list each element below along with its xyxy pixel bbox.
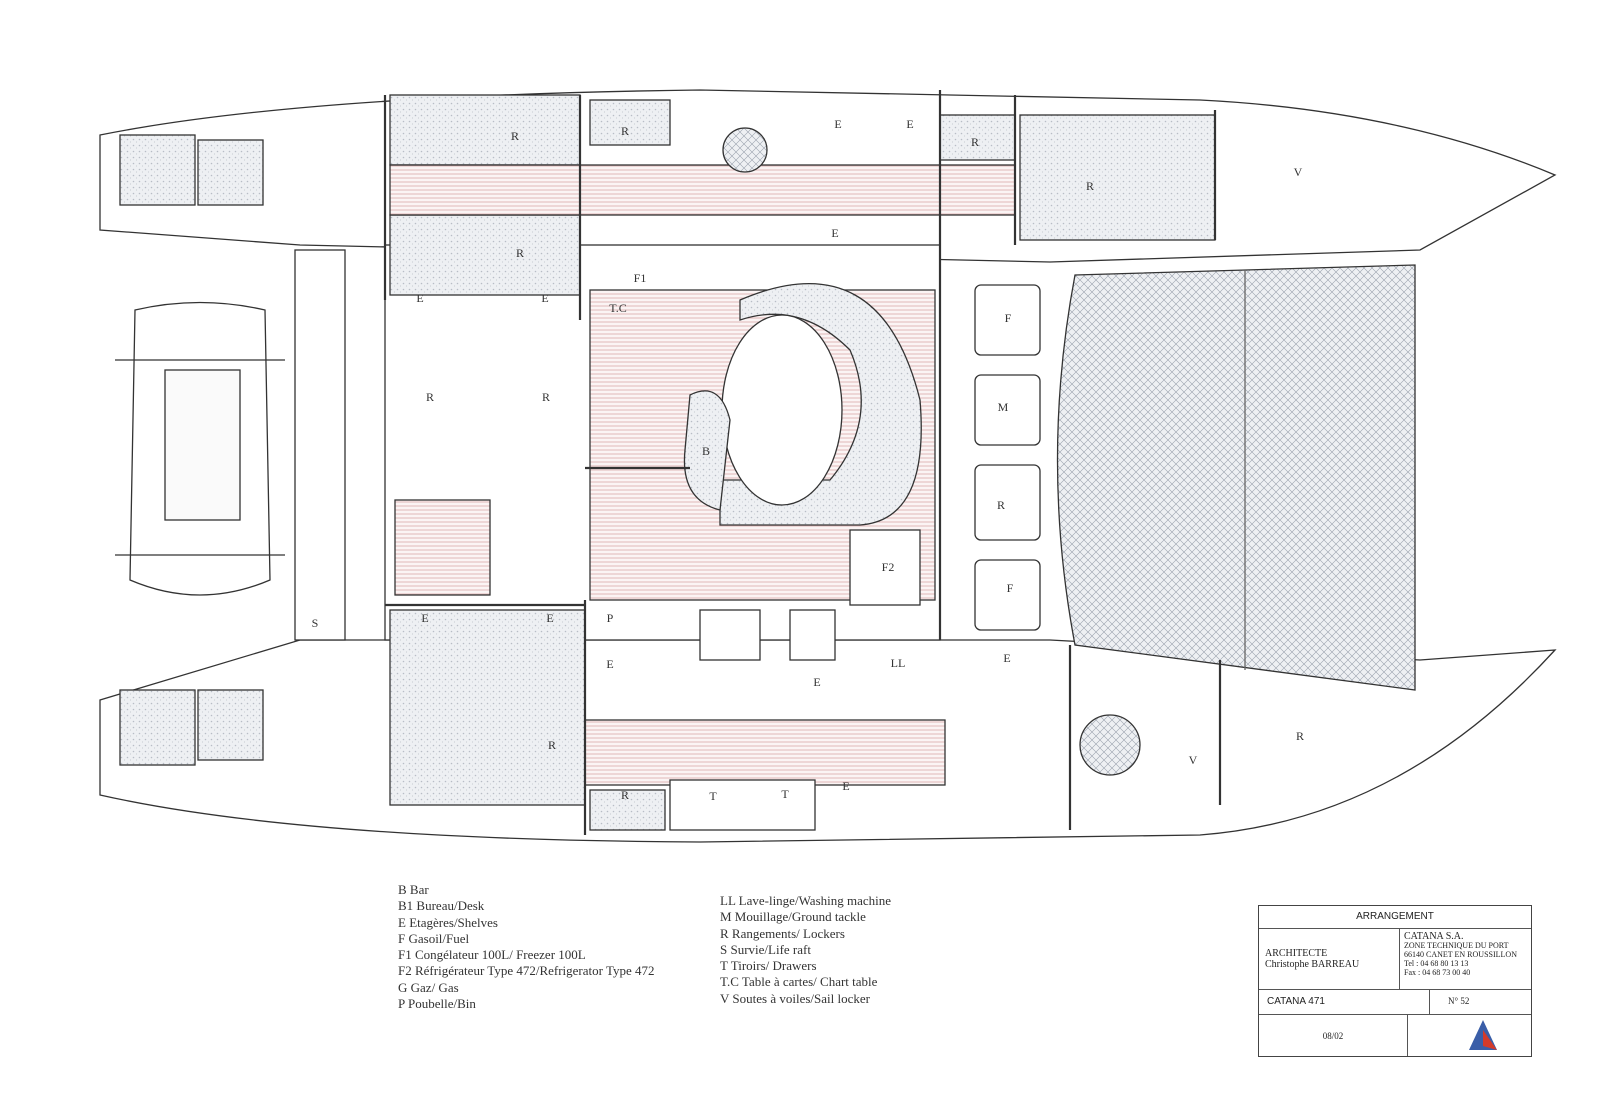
plan-label: T <box>781 787 789 801</box>
legend-entry: LL Lave-linge/Washing machine <box>720 893 892 908</box>
plan-label: E <box>813 675 820 689</box>
plan-label: E <box>541 291 548 305</box>
company-address-1: ZONE TECHNIQUE DU PORT <box>1404 941 1509 950</box>
plan-label: F <box>1005 311 1012 325</box>
catamaran-arrangement-plan: R R E E R V R E F1T.C R E E R R B F M R F S F2P E E E T LL E R E R T R E… <box>99 89 1557 843</box>
plan-label: E <box>606 657 613 671</box>
catana-logo <box>1407 1014 1531 1056</box>
plan-label: R <box>1296 729 1304 743</box>
drawing-date: 08/02 <box>1322 1031 1344 1041</box>
plan-label: F <box>1007 581 1014 595</box>
plan-label: R <box>997 498 1005 512</box>
plan-label: V <box>1294 165 1303 179</box>
legend-entry: G Gaz/ Gas <box>398 979 459 995</box>
plan-label: S <box>312 616 319 630</box>
legend-entry: R Rangements/ Lockers <box>720 925 845 941</box>
drawing-number: N° 52 <box>1429 989 1531 1014</box>
plan-label: M <box>998 400 1009 414</box>
company-fax: Fax : 04 68 73 00 40 <box>1404 968 1471 977</box>
plan-label: B <box>702 444 710 458</box>
plan-label: E <box>834 117 841 131</box>
legend-entry: P Poubelle/Bin <box>398 996 476 1012</box>
plan-label: R <box>511 129 519 143</box>
plan-label: E <box>842 779 849 793</box>
company-name: CATANA S.A. <box>1404 931 1464 942</box>
plan-label: E <box>421 611 428 625</box>
company-address-2: 66140 CANET EN ROUSSILLON <box>1404 950 1517 959</box>
plan-label: LL <box>891 656 906 670</box>
plan-label: E <box>1003 651 1010 665</box>
legend-entry: B1 Bureau/Desk <box>398 898 485 914</box>
saloon-seating <box>719 283 922 526</box>
title-block: ARRANGEMENT ARCHITECTE Christophe BARREA… <box>1258 905 1532 1057</box>
legend-entry: F2 Réfrigérateur Type 472/Refrigerator T… <box>398 963 655 979</box>
legend-entry: B Bar <box>398 882 429 897</box>
plan-label: E <box>831 226 838 240</box>
plan-label: R <box>621 124 629 138</box>
architect-name: Christophe BARREAU <box>1265 959 1360 970</box>
saloon-table <box>721 314 843 506</box>
trampoline-net <box>1056 264 1416 691</box>
plan-label: R <box>542 390 550 404</box>
legend-entry: S Survie/Life raft <box>720 941 811 957</box>
plan-label: T <box>709 789 717 803</box>
plan-label: R <box>971 135 979 149</box>
company-tel: Tel : 04 68 80 13 13 <box>1404 959 1469 968</box>
plan-label: E <box>416 291 423 305</box>
plan-label: R <box>516 246 524 260</box>
plan-label: E <box>906 117 913 131</box>
plan-label: P <box>607 611 614 625</box>
legend-entry: F Gasoil/Fuel <box>398 930 470 946</box>
fridge-f2 <box>849 529 921 606</box>
architect-label: ARCHITECTE <box>1265 948 1328 959</box>
legend-entry: T.C Table à cartes/ Chart table <box>720 974 878 990</box>
plan-label: E <box>546 611 553 625</box>
legend-entry: V Soutes à voiles/Sail locker <box>720 990 870 1006</box>
title-heading: ARRANGEMENT <box>1259 906 1531 929</box>
plan-label: T.C <box>609 301 626 315</box>
legend-entry: F1 Congélateur 100L/ Freezer 100L <box>398 947 586 963</box>
legend-entry: T Tiroirs/ Drawers <box>720 958 817 974</box>
legend-entry: E Etagères/Shelves <box>398 914 498 930</box>
legend-entry: M Mouillage/Ground tackle <box>720 909 866 925</box>
plan-label: R <box>426 390 434 404</box>
plan-label: V <box>1189 753 1198 767</box>
plan-label: F2 <box>882 560 895 574</box>
plan-label: R <box>621 788 629 802</box>
plan-label: R <box>548 738 556 752</box>
plan-label: R <box>1086 179 1094 193</box>
plan-label: F1 <box>634 271 647 285</box>
model-name: CATANA 471 <box>1267 996 1325 1007</box>
